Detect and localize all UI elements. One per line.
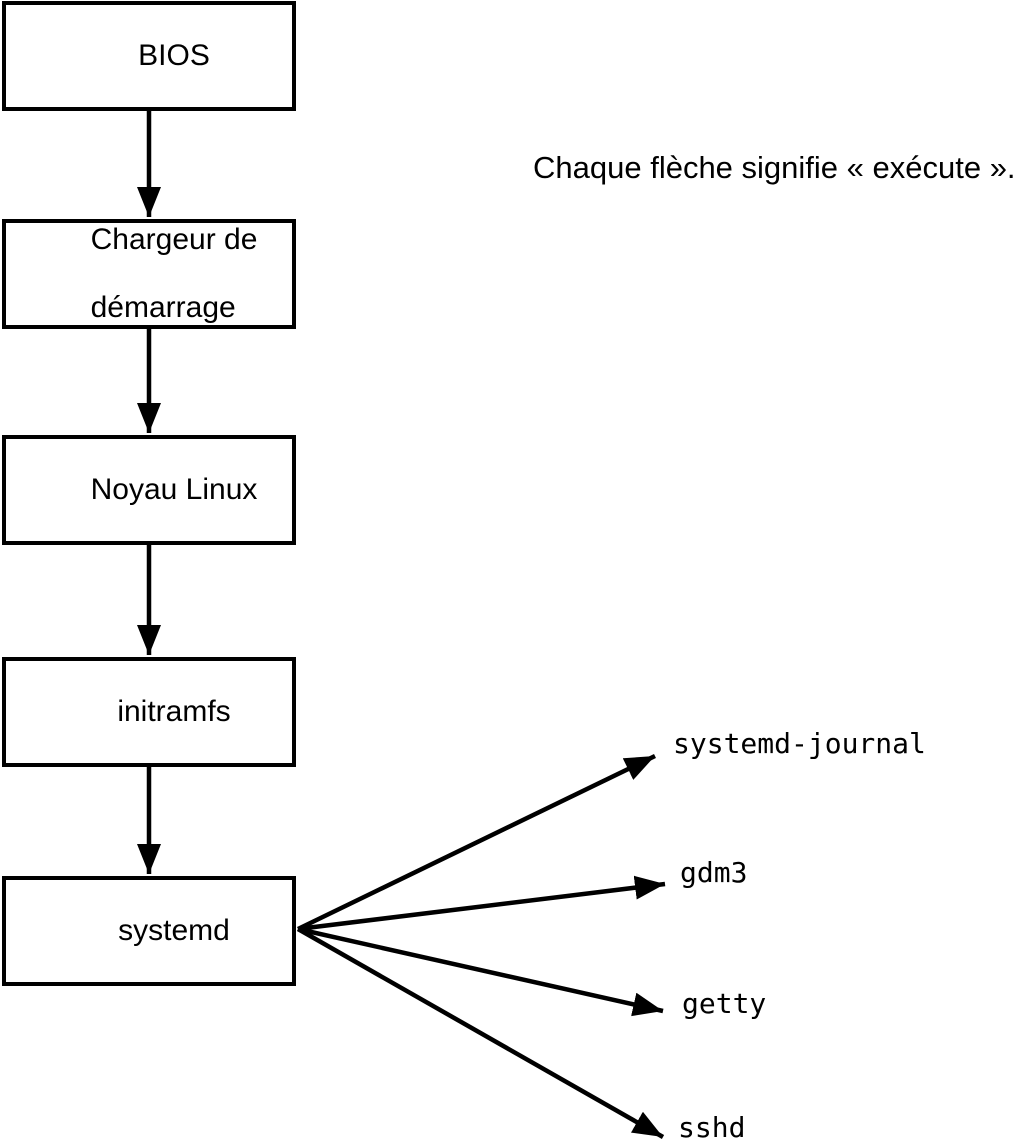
node-bios-text: BIOS — [138, 39, 210, 72]
process-label-sshd: sshd — [678, 1111, 746, 1144]
arrow-systemd-to-systemd-journal — [297, 753, 656, 932]
node-kernel-text: Noyau Linux — [90, 473, 258, 506]
node-bootloader-label: Chargeur de démarrage — [41, 189, 258, 359]
process-label-getty: getty — [682, 987, 767, 1020]
node-bios: BIOS — [2, 1, 296, 111]
arrow-systemd-to-getty — [297, 926, 664, 1017]
node-initramfs-label: initramfs — [67, 661, 230, 763]
process-label-gdm3: gdm3 — [680, 856, 748, 889]
node-kernel: Noyau Linux — [2, 435, 296, 545]
node-systemd-label: systemd — [68, 880, 230, 982]
node-bios-label: BIOS — [88, 5, 210, 107]
node-systemd: systemd — [2, 876, 296, 986]
node-initramfs-text: initramfs — [117, 695, 231, 728]
node-initramfs: initramfs — [2, 657, 296, 767]
node-bootloader: Chargeur de démarrage — [2, 219, 296, 329]
node-bootloader-text-line1: Chargeur de — [90, 223, 258, 256]
legend-note: Chaque flèche signifie « exécute ». — [533, 150, 1016, 185]
process-label-systemd-journal: systemd-journal — [673, 727, 926, 760]
node-bootloader-text-line2: démarrage — [90, 291, 236, 324]
node-kernel-label: Noyau Linux — [41, 439, 258, 541]
arrow-systemd-to-gdm3 — [297, 875, 666, 932]
node-systemd-text: systemd — [118, 914, 230, 947]
arrow-systemd-to-sshd — [296, 927, 665, 1139]
